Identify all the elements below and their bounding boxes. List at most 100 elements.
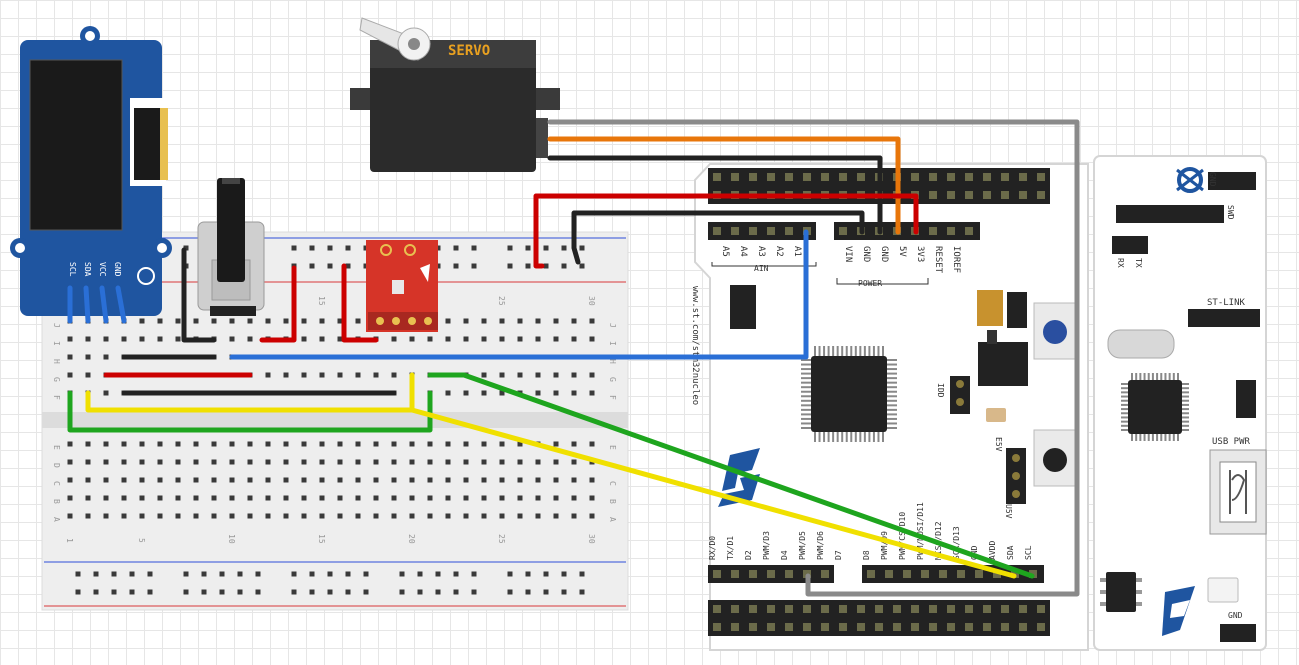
digital-pin-label: SCK/D13 — [952, 526, 961, 560]
breadboard-hole — [525, 589, 531, 595]
breadboard-hole — [463, 390, 469, 396]
breadboard-hole — [373, 441, 379, 447]
breadboard-hole — [103, 390, 109, 396]
breadboard-hole — [301, 318, 307, 324]
breadboard-hole — [103, 336, 109, 342]
header-pin — [929, 191, 937, 199]
header-pin — [1037, 623, 1045, 631]
breadboard-hole — [93, 589, 99, 595]
header-pin — [875, 623, 883, 631]
power-pin-vin: VIN — [843, 246, 853, 262]
reset-button-frame — [1033, 302, 1077, 360]
breadboard-hole — [265, 477, 271, 483]
digital-pin-label: SCL — [1024, 545, 1033, 560]
wire-sda — [409, 407, 1017, 579]
breadboard-hole — [219, 571, 225, 577]
breadboard-hole — [283, 459, 289, 465]
breadboard-hole — [211, 318, 217, 324]
breadboard-hole — [561, 263, 567, 269]
breadboard-hole — [211, 477, 217, 483]
col-number-1-bottom: 1 — [65, 538, 74, 543]
ain-pin-a1: A1 — [792, 246, 802, 257]
breadboard-hole — [453, 263, 459, 269]
breadboard-hole — [391, 495, 397, 501]
header-pin — [947, 623, 955, 631]
breadboard-hole — [525, 245, 531, 251]
wire-gnd-rail — [571, 210, 865, 265]
digital-pin-label: PWM/D9 — [880, 531, 889, 560]
col-number-15-bottom: 15 — [317, 534, 326, 544]
digital-pin-label: AVDD — [988, 541, 997, 560]
breadboard-hole — [579, 263, 585, 269]
usb-connector — [1209, 449, 1267, 535]
breadboard-hole — [391, 336, 397, 342]
breadboard-hole — [147, 571, 153, 577]
idd-label: IDD — [936, 383, 945, 398]
wire-oled-vcc — [99, 285, 109, 324]
main-mcu-chip — [801, 346, 897, 442]
breadboard-hole — [111, 571, 117, 577]
header-pin — [785, 623, 793, 631]
breadboard-hole — [553, 441, 559, 447]
breadboard-hole — [237, 571, 243, 577]
breadboard-hole — [499, 477, 505, 483]
breadboard-hole — [345, 245, 351, 251]
reset-button[interactable] — [1043, 320, 1067, 344]
breadboard-hole — [571, 495, 577, 501]
user-button[interactable] — [1043, 448, 1067, 472]
breadboard-hole — [337, 318, 343, 324]
breadboard-hole — [589, 513, 595, 519]
header-pin — [767, 605, 775, 613]
breadboard-hole — [67, 495, 73, 501]
header-pin — [767, 623, 775, 631]
stlink-mcu-chip — [1121, 373, 1189, 441]
breadboard-hole — [463, 459, 469, 465]
digital-pin-label: PWM/D5 — [798, 531, 807, 560]
breadboard-hole — [319, 441, 325, 447]
header-pin — [767, 173, 775, 181]
header-pin — [713, 173, 721, 181]
col-number-30-bottom: 30 — [587, 534, 596, 544]
breadboard-hole — [535, 513, 541, 519]
breadboard-hole — [309, 245, 315, 251]
wire-pot-a1 — [229, 229, 809, 360]
header-pin — [821, 173, 829, 181]
header-pin — [839, 605, 847, 613]
potentiometer-knob[interactable] — [217, 178, 245, 282]
header-pin — [965, 623, 973, 631]
breadboard-hole — [399, 589, 405, 595]
breadboard-hole — [543, 245, 549, 251]
e5v-label: E5V — [994, 437, 1003, 452]
breadboard-hole — [471, 589, 477, 595]
wire-servo-signal — [547, 119, 1080, 597]
breadboard-hole — [229, 477, 235, 483]
nucleo-board: A5 A4 A3 A2 A1 AIN VIN GND GND 5V 3V3 RE… — [690, 163, 1089, 651]
row-letter-a-left: A — [52, 517, 61, 522]
breadboard-hole — [337, 441, 343, 447]
breadboard-hole — [265, 513, 271, 519]
ain-pin-a3: A3 — [756, 246, 766, 257]
breadboard-hole — [391, 513, 397, 519]
breadboard-hole — [553, 372, 559, 378]
header-pin — [983, 623, 991, 631]
header-pin — [965, 605, 973, 613]
breadboard-hole — [337, 336, 343, 342]
header-pin — [749, 605, 757, 613]
breadboard-hole — [571, 390, 577, 396]
breadboard-hole — [319, 459, 325, 465]
header-pin — [803, 605, 811, 613]
header-pin — [1001, 173, 1009, 181]
breadboard-hole — [427, 441, 433, 447]
breadboard-hole — [373, 477, 379, 483]
breadboard-hole — [121, 477, 127, 483]
breadboard-hole — [589, 318, 595, 324]
row-letter-e-right: E — [608, 445, 617, 450]
oled-screen — [29, 59, 123, 231]
breadboard-hole — [229, 495, 235, 501]
col-number-5-bottom: 5 — [137, 538, 146, 543]
jumper-block — [730, 285, 756, 329]
breadboard-hole — [121, 336, 127, 342]
breadboard-hole — [543, 571, 549, 577]
breadboard-hole — [571, 372, 577, 378]
